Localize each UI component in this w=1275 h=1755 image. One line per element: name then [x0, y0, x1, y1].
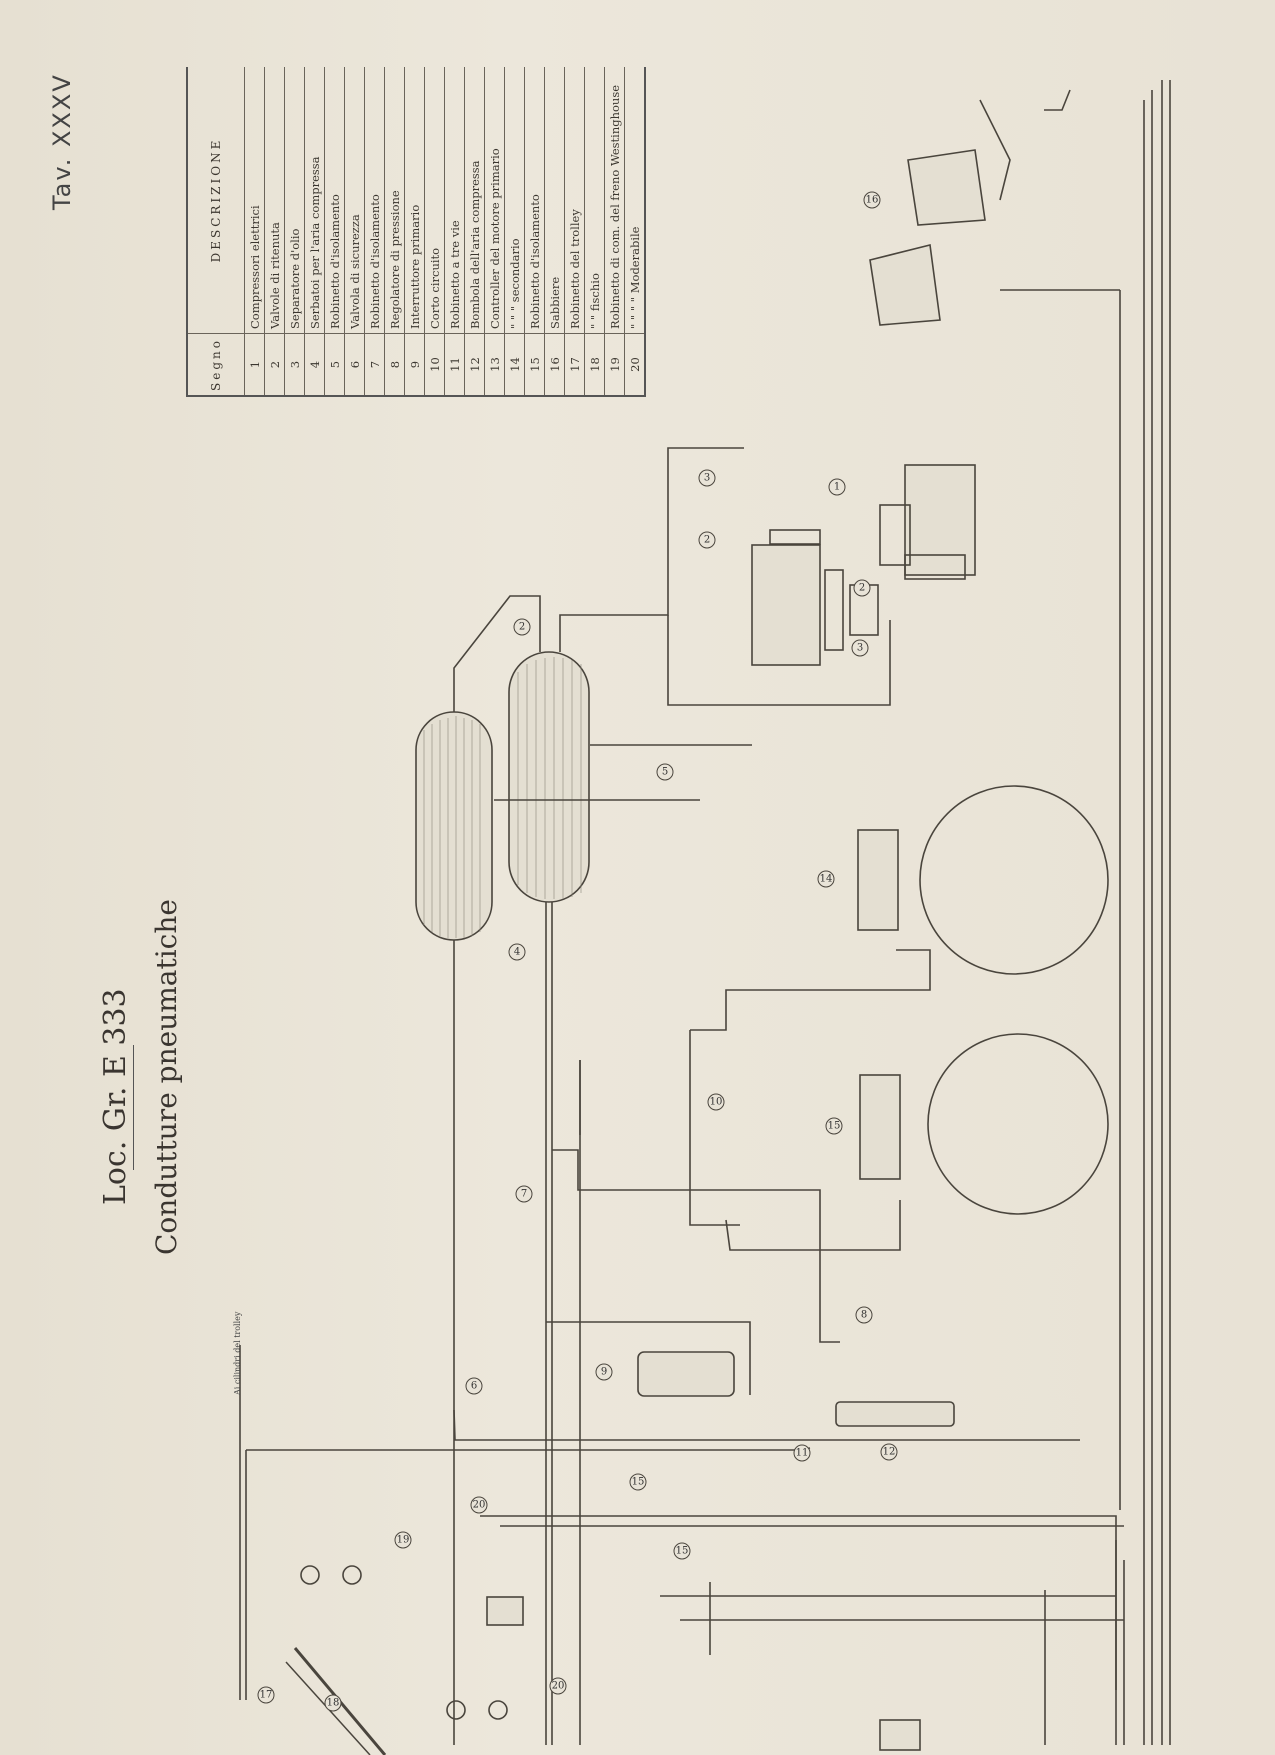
svg-text:5: 5 — [662, 767, 668, 778]
svg-text:7: 7 — [521, 1189, 527, 1200]
gauge-3-icon — [446, 1700, 466, 1720]
main-pipes — [239, 80, 1171, 1745]
svg-text:17: 17 — [260, 1690, 273, 1701]
air-bottle-body — [835, 1401, 955, 1427]
svg-text:14: 14 — [820, 874, 833, 885]
svg-text:12: 12 — [883, 1447, 896, 1458]
gauge-4-icon — [488, 1700, 508, 1720]
base-box — [879, 1719, 921, 1751]
svg-text:6: 6 — [471, 1381, 477, 1392]
svg-text:2: 2 — [859, 583, 865, 594]
svg-text:18: 18 — [327, 1698, 340, 1709]
compressor-lower — [879, 464, 976, 580]
svg-text:1: 1 — [834, 482, 840, 493]
callout-labels: 1 3 2 2 2 3 4 5 6 7 8 9 10 11 12 14 15 15 15 16 17 18 1… — [260, 195, 896, 1709]
svg-text:20: 20 — [473, 1500, 486, 1511]
svg-text:10: 10 — [710, 1097, 723, 1108]
svg-text:3: 3 — [857, 643, 863, 654]
svg-text:2: 2 — [519, 622, 525, 633]
sander-boxes — [869, 149, 986, 326]
controller-14-body — [857, 829, 899, 931]
svg-text:9: 9 — [601, 1367, 607, 1378]
compressor-upper — [751, 529, 879, 666]
svg-text:4: 4 — [514, 947, 520, 958]
gauge-1-icon — [300, 1565, 320, 1585]
svg-text:8: 8 — [861, 1310, 867, 1321]
air-tank-left — [415, 711, 493, 941]
controller-13-body — [859, 1074, 901, 1180]
svg-text:16: 16 — [866, 195, 879, 206]
svg-text:11: 11 — [796, 1448, 809, 1459]
primary-switch-body — [637, 1351, 735, 1397]
svg-text:15: 15 — [676, 1546, 689, 1557]
gauge-2-icon — [342, 1565, 362, 1585]
svg-text:20: 20 — [552, 1681, 565, 1692]
svg-text:3: 3 — [704, 473, 710, 484]
motor-circle-lower — [927, 1033, 1109, 1215]
air-tank-right — [508, 651, 590, 903]
svg-text:19: 19 — [397, 1535, 410, 1546]
trolley-annotation: Ai cilindri del trolley — [233, 1311, 242, 1396]
title-divider — [133, 1045, 134, 1170]
svg-text:15: 15 — [632, 1477, 645, 1488]
motor-circle-upper — [919, 785, 1109, 975]
svg-text:15: 15 — [828, 1121, 841, 1132]
trolley-valve-body — [486, 1596, 524, 1626]
svg-text:2: 2 — [704, 535, 710, 546]
